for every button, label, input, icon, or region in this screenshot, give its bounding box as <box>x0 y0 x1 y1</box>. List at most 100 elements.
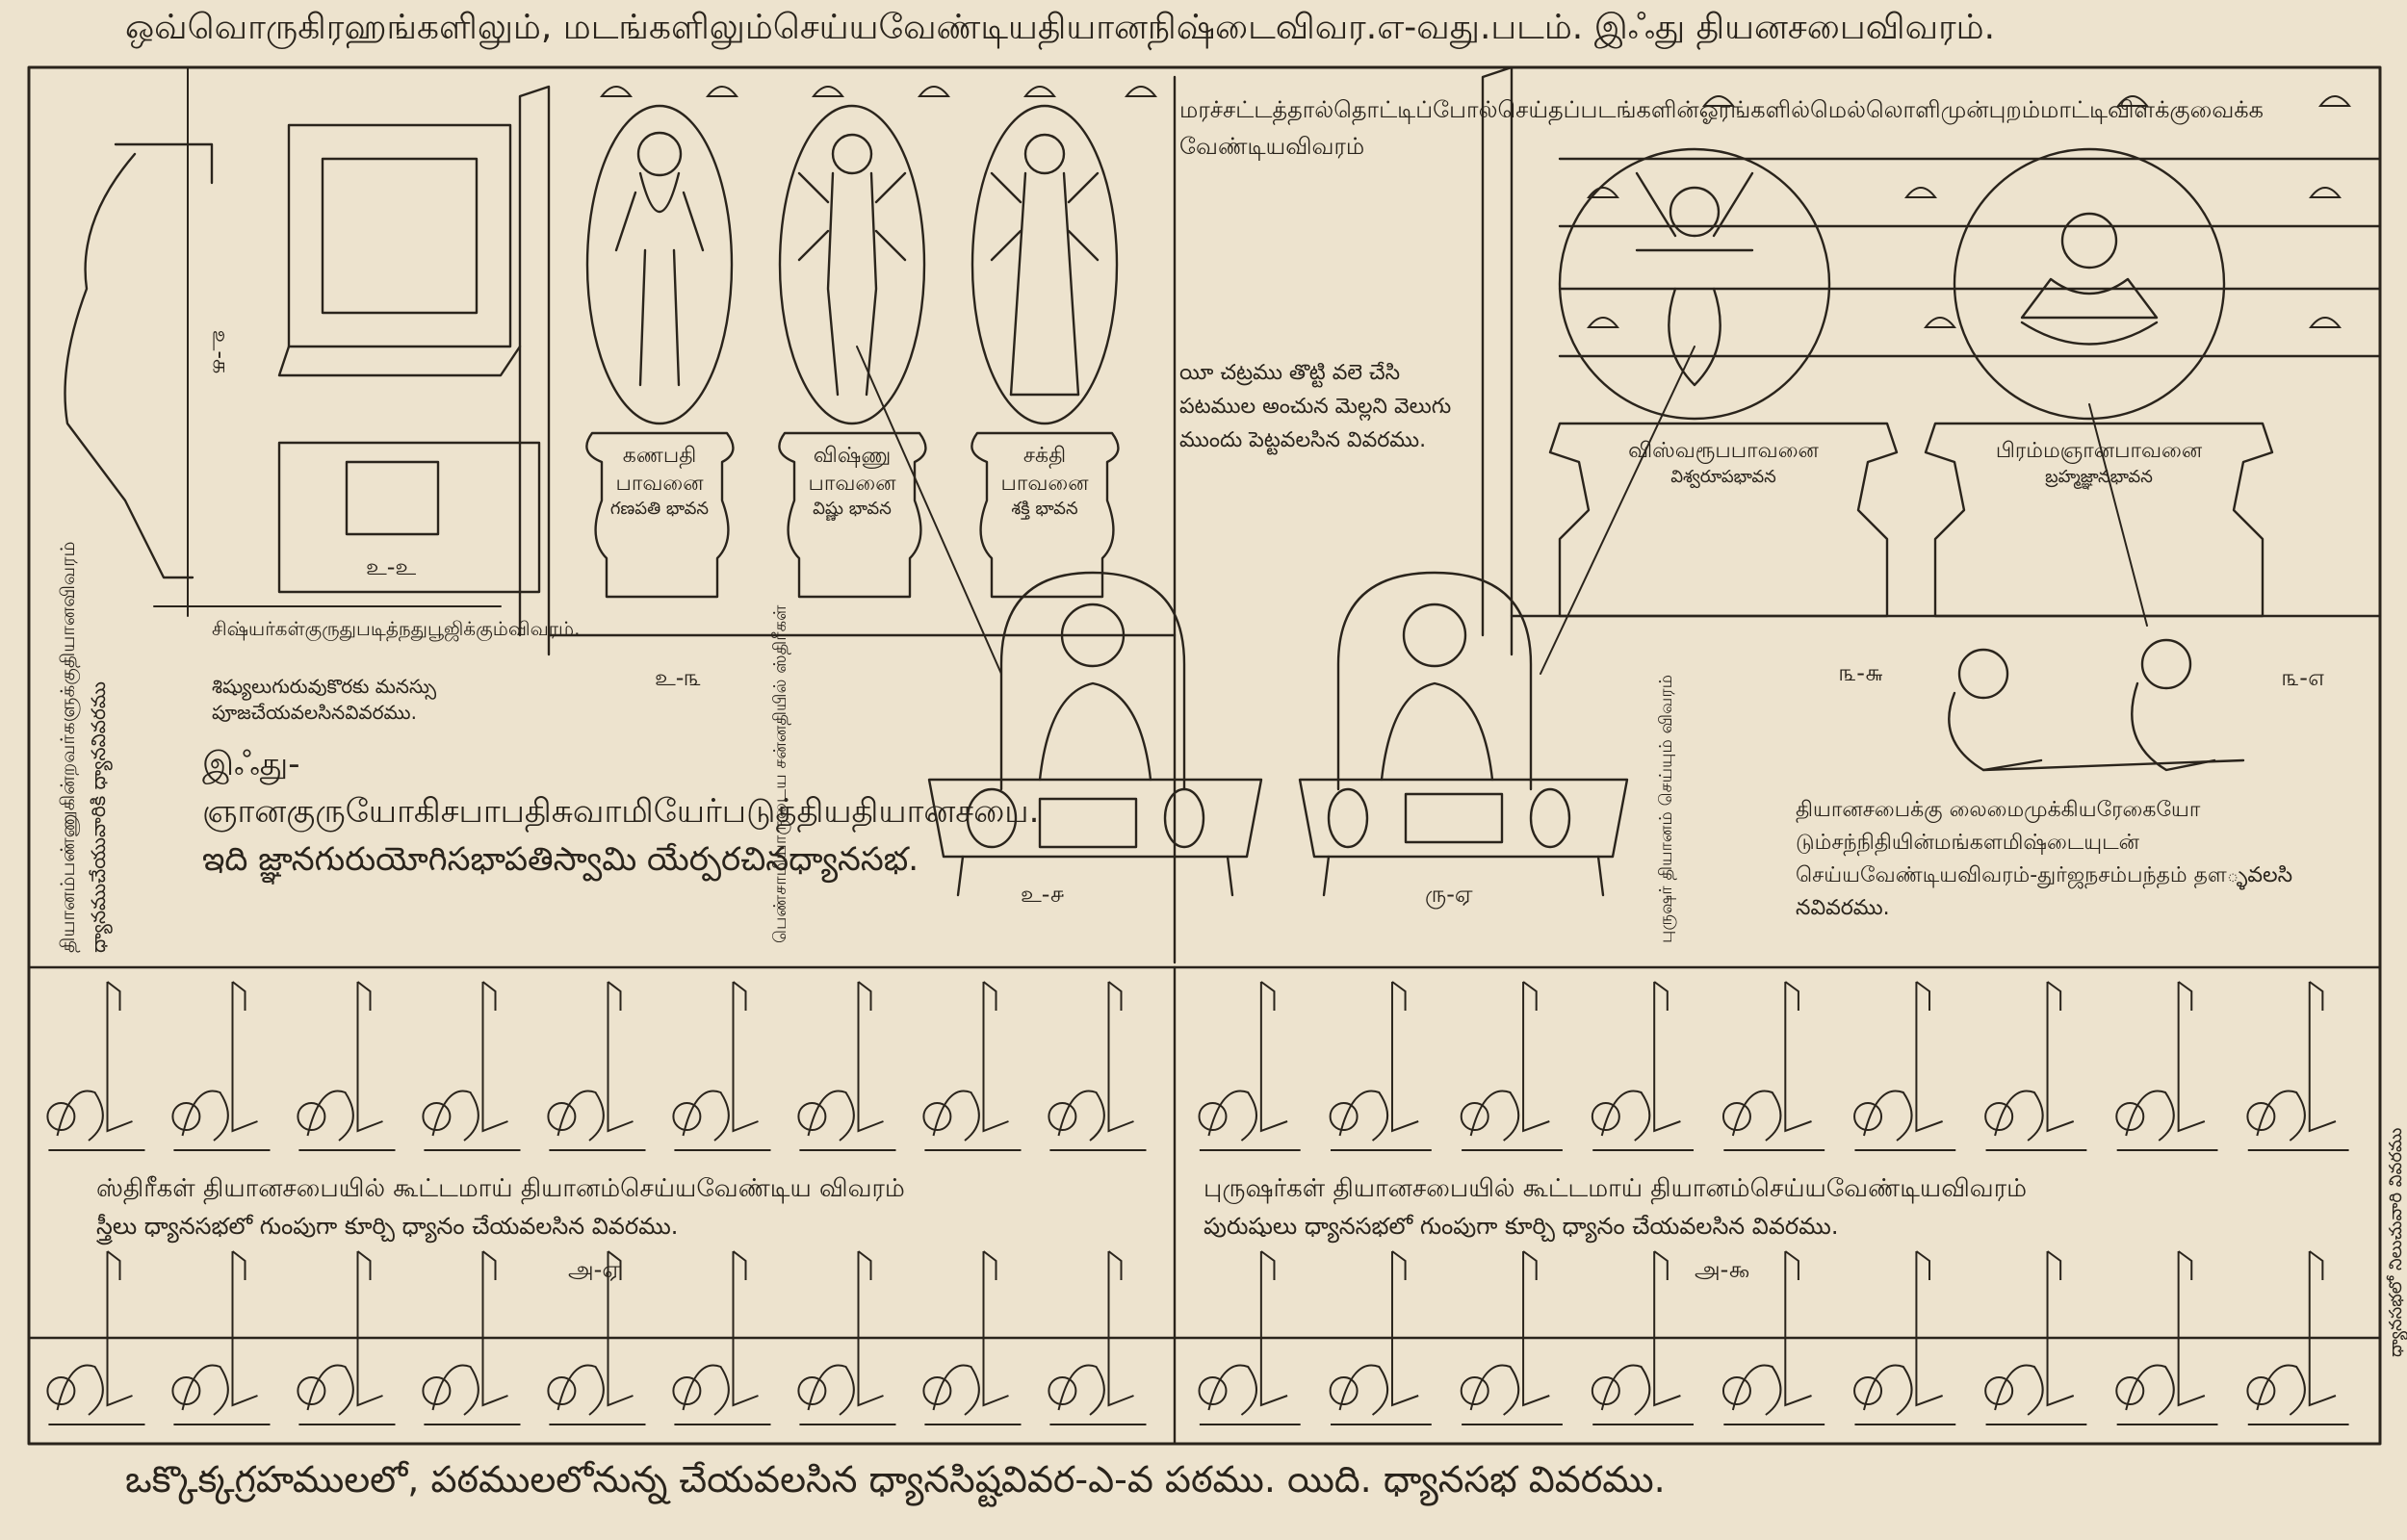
meditator-head <box>1853 1376 1883 1405</box>
meditator-head <box>1460 1102 1489 1131</box>
pedestal-visvarupa <box>1548 422 1899 618</box>
meditator-figure <box>1331 1250 1432 1425</box>
meditator-figure <box>298 1250 396 1425</box>
meditator-figure <box>173 981 271 1151</box>
mirror-caption-te: యీ చట్రము తొట్టి వలె చేసి పటముల అంచున మె… <box>1179 361 1452 453</box>
meditator-figure <box>1049 981 1147 1151</box>
vishnu-label: விஷ்ணு பாவனைవిష్ణు భావన <box>808 444 896 520</box>
women-caption-ta: ஸ்திரீகள் தியானசபையில் கூட்டமாய் தியானம்… <box>96 1174 905 1203</box>
meditator-head <box>2246 1102 2276 1131</box>
guru-table-left <box>927 778 1263 859</box>
visvarupa-circle <box>1558 147 1831 421</box>
meditator-head <box>1329 1376 1359 1405</box>
visvarupa-label: விஸ்வரூபபாவனைవిశ్వరూపభావన <box>1628 439 1819 487</box>
ganapati-oval <box>585 104 734 425</box>
meditator-figure <box>298 981 396 1151</box>
meditator-figure <box>1199 1250 1301 1425</box>
sakti-figure <box>990 133 1100 397</box>
meditator-figure <box>1985 981 2087 1151</box>
guru-niche-right <box>1336 571 1533 791</box>
disciples-caption-ta: சிஷ்யர்கள்குருதுபடித்நதுபூஜிக்கும்விவரம்… <box>212 617 581 640</box>
meditator-head <box>1591 1102 1620 1131</box>
meditator-figure <box>1199 981 1301 1151</box>
meditator-head <box>1048 1102 1077 1131</box>
top-title: ஒவ்வொருகிரஹங்களிலும், மடங்களிலும்செய்யவே… <box>125 8 1996 47</box>
meditator-head <box>46 1102 76 1131</box>
meditator-head <box>297 1102 326 1131</box>
meditators-rows <box>46 981 2349 1425</box>
meditator-head <box>922 1376 952 1405</box>
disciples-pair <box>1948 403 2245 772</box>
guru-figure-right <box>1380 346 1695 782</box>
meditator-figure <box>924 1250 1022 1425</box>
meditator-figure <box>1723 981 1825 1151</box>
brahma-figure <box>2020 212 2159 346</box>
visvarupa-figure <box>1635 171 1754 387</box>
bottom-title: ఒక్కొక్కగ్రహములలో, పఠములలోనున్న చేయవలసిన… <box>125 1458 1666 1501</box>
figure-number-5: ரு-ஏ <box>1425 881 1473 908</box>
figure-number-4: உ-௪ <box>1021 881 1065 908</box>
meditator-figure <box>1854 1250 1956 1425</box>
pedestal-sakti <box>971 431 1120 599</box>
meditator-figure <box>48 1250 145 1425</box>
wall-panel-mid <box>1481 65 1514 656</box>
meditator-head <box>1048 1376 1077 1405</box>
meditator-figure <box>674 1250 771 1425</box>
figure-number-1: உ-க <box>207 329 235 374</box>
center-vertical-2: புருஷர் தியானம் செய்யும் விவரம் <box>1656 674 1676 943</box>
meditator-figure <box>549 1250 646 1425</box>
meditator-figure <box>1462 1250 1563 1425</box>
vishnu-figure <box>797 133 907 397</box>
meditator-head <box>797 1102 827 1131</box>
meditator-head <box>1591 1376 1620 1405</box>
meditator-head <box>46 1376 76 1405</box>
center-vertical-1: பெண்சாமியாருடைய சன்னதியில் ஸ்திரீகள் <box>770 604 790 943</box>
guru-figure-left <box>856 346 1152 782</box>
meditator-head <box>171 1102 201 1131</box>
picture-stand <box>277 345 522 377</box>
men-caption-ta: புருஷர்கள் தியானசபையில் கூட்டமாய் தியானம… <box>1204 1174 2028 1203</box>
meditator-head <box>2115 1102 2145 1131</box>
meditator-head <box>2246 1376 2276 1405</box>
meditator-head <box>422 1102 452 1131</box>
meditator-head <box>1329 1102 1359 1131</box>
sakti-label: சக்தி பாவனைశక్తి భావన <box>1000 444 1089 520</box>
meditator-head <box>547 1102 577 1131</box>
meditator-head <box>1198 1376 1228 1405</box>
meditator-head <box>1853 1102 1883 1131</box>
ganapati-figure <box>614 131 705 387</box>
meditator-figure <box>424 981 521 1151</box>
meditator-figure <box>424 1250 521 1425</box>
bowing-figure <box>64 152 194 579</box>
meditator-figure <box>1049 1250 1147 1425</box>
mirror-caption-ta: மரச்சட்டத்தால்தொட்டிப்போல்செய்தப்படங்களி… <box>1179 96 2264 161</box>
meditator-figure <box>1854 981 1956 1151</box>
meditator-head <box>1460 1376 1489 1405</box>
meditator-head <box>1984 1102 2014 1131</box>
guru-niche-left <box>999 571 1186 791</box>
framed-picture <box>287 123 512 348</box>
pedestal-vishnu <box>778 431 927 599</box>
altar-table <box>277 441 541 594</box>
meditator-figure <box>1592 1250 1695 1425</box>
meditator-head <box>2115 1376 2145 1405</box>
left-vertical-ta: தியானம்பண்ணுகின்றவர்களுக்குதியானவிவரம் <box>56 541 79 953</box>
outer-frame <box>27 65 2382 1446</box>
disciples-caption-te: శిష్యులుగురువుకొరకు మనస్సు పూజచేయవలసినవి… <box>212 675 437 724</box>
meditator-figure <box>924 981 1022 1151</box>
meditator-figure <box>1723 1250 1825 1425</box>
figure-number-9: அ-௯ <box>1695 1256 1750 1283</box>
meditator-head <box>297 1376 326 1405</box>
meditator-figure <box>2116 1250 2218 1425</box>
lamp-row <box>599 86 2352 328</box>
bar <box>114 142 214 185</box>
meditator-figure <box>2116 981 2218 1151</box>
meditator-head <box>1198 1102 1228 1131</box>
meditator-figure <box>1331 981 1432 1151</box>
meditator-figure <box>1592 981 1695 1151</box>
right-vertical: ధ్యానసభలో నిలుచువారి వివరము <box>2386 1127 2406 1357</box>
meditator-head <box>1984 1376 2014 1405</box>
meditator-head <box>1721 1102 1751 1131</box>
sabha-right-caption: தியானசபைக்கு லைமைமுக்கியரேகையோ டும்சந்நி… <box>1796 798 2293 921</box>
